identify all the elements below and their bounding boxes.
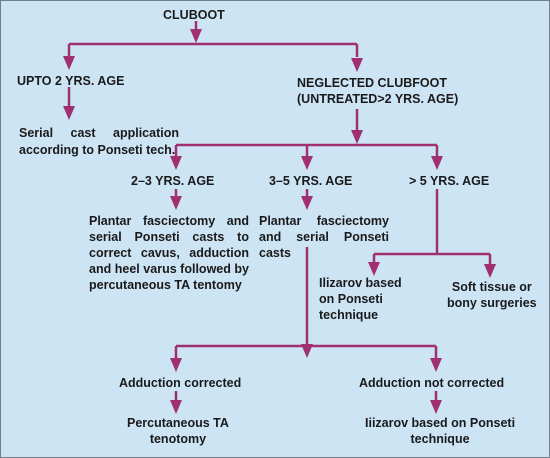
not-corrected-arrow-head	[430, 358, 442, 372]
ilizarov-line3: technique	[319, 308, 379, 322]
neglected-arrow-head	[351, 58, 363, 72]
ilizarov-arrow-head	[368, 262, 380, 276]
age-2-3-treatment: Plantar fasciectomy and serial Ponseti c…	[89, 214, 249, 292]
iiizarov-line1: Iiizarov based on Ponseti	[365, 416, 516, 430]
neglected-clubfoot-heading: NEGLECTED CLUBFOOT (UNTREATED>2 YRS. AGE…	[297, 75, 458, 107]
ilizarov-line2: on Ponseti	[319, 292, 383, 306]
iiizarov-line2: technique	[410, 432, 470, 446]
merge-arrow-head	[301, 344, 313, 358]
serial-cast-arrow-head	[63, 106, 75, 120]
tenotomy-line2: tenotomy	[149, 432, 207, 446]
serial-cast-treatment: Serial cast application according to Pon…	[19, 126, 179, 157]
soft-tissue-arrow-head	[484, 264, 496, 278]
root-node: CLUBOOT	[163, 8, 225, 22]
upto2-arrow-head	[63, 56, 75, 70]
ilizarov-line1: Ilizarov based	[319, 276, 402, 290]
age35-arrow-head	[301, 156, 313, 170]
corrected-arrow-head	[170, 358, 182, 372]
age-3-5-heading: 3–5 YRS. AGE	[269, 174, 353, 188]
age-3-5-treatment: Plantar fasciectomy and serial Ponseti c…	[259, 214, 389, 260]
iiizarov-final-node: Iiizarov based on Ponseti technique	[365, 415, 515, 447]
age-over-5-heading: > 5 YRS. AGE	[409, 174, 490, 188]
ilizarov-option: Ilizarov based on Ponseti technique	[319, 275, 402, 323]
adduction-corrected-node: Adduction corrected	[119, 376, 242, 390]
tenotomy-line1: Percutaneous TA	[127, 416, 229, 430]
age23-arrow-head	[170, 156, 182, 170]
over5-arrow-head	[431, 156, 443, 170]
age35-treatment-arrow-head	[301, 196, 313, 210]
soft-tissue-line2: bony surgeries	[447, 296, 537, 310]
soft-tissue-line1: Soft tissue or	[451, 280, 532, 294]
age23-treatment-arrow-head	[170, 196, 182, 210]
percutaneous-tenotomy-node: Percutaneous TA tenotomy	[127, 415, 229, 447]
root-arrow-head	[190, 29, 202, 43]
age-2-3-heading: 2–3 YRS. AGE	[131, 174, 215, 188]
soft-tissue-option: Soft tissue or bony surgeries	[447, 279, 537, 311]
iiizarov-arrow-head	[430, 400, 442, 414]
neglected-heading-line1: NEGLECTED CLUBFOOT	[297, 76, 447, 90]
adduction-not-corrected-node: Adduction not corrected	[359, 376, 505, 390]
upto-2-years-heading: UPTO 2 YRS. AGE	[17, 74, 125, 88]
age-bar-arrow-head	[351, 130, 363, 144]
tenotomy-arrow-head	[170, 400, 182, 414]
neglected-heading-line2: (UNTREATED>2 YRS. AGE)	[297, 92, 459, 106]
